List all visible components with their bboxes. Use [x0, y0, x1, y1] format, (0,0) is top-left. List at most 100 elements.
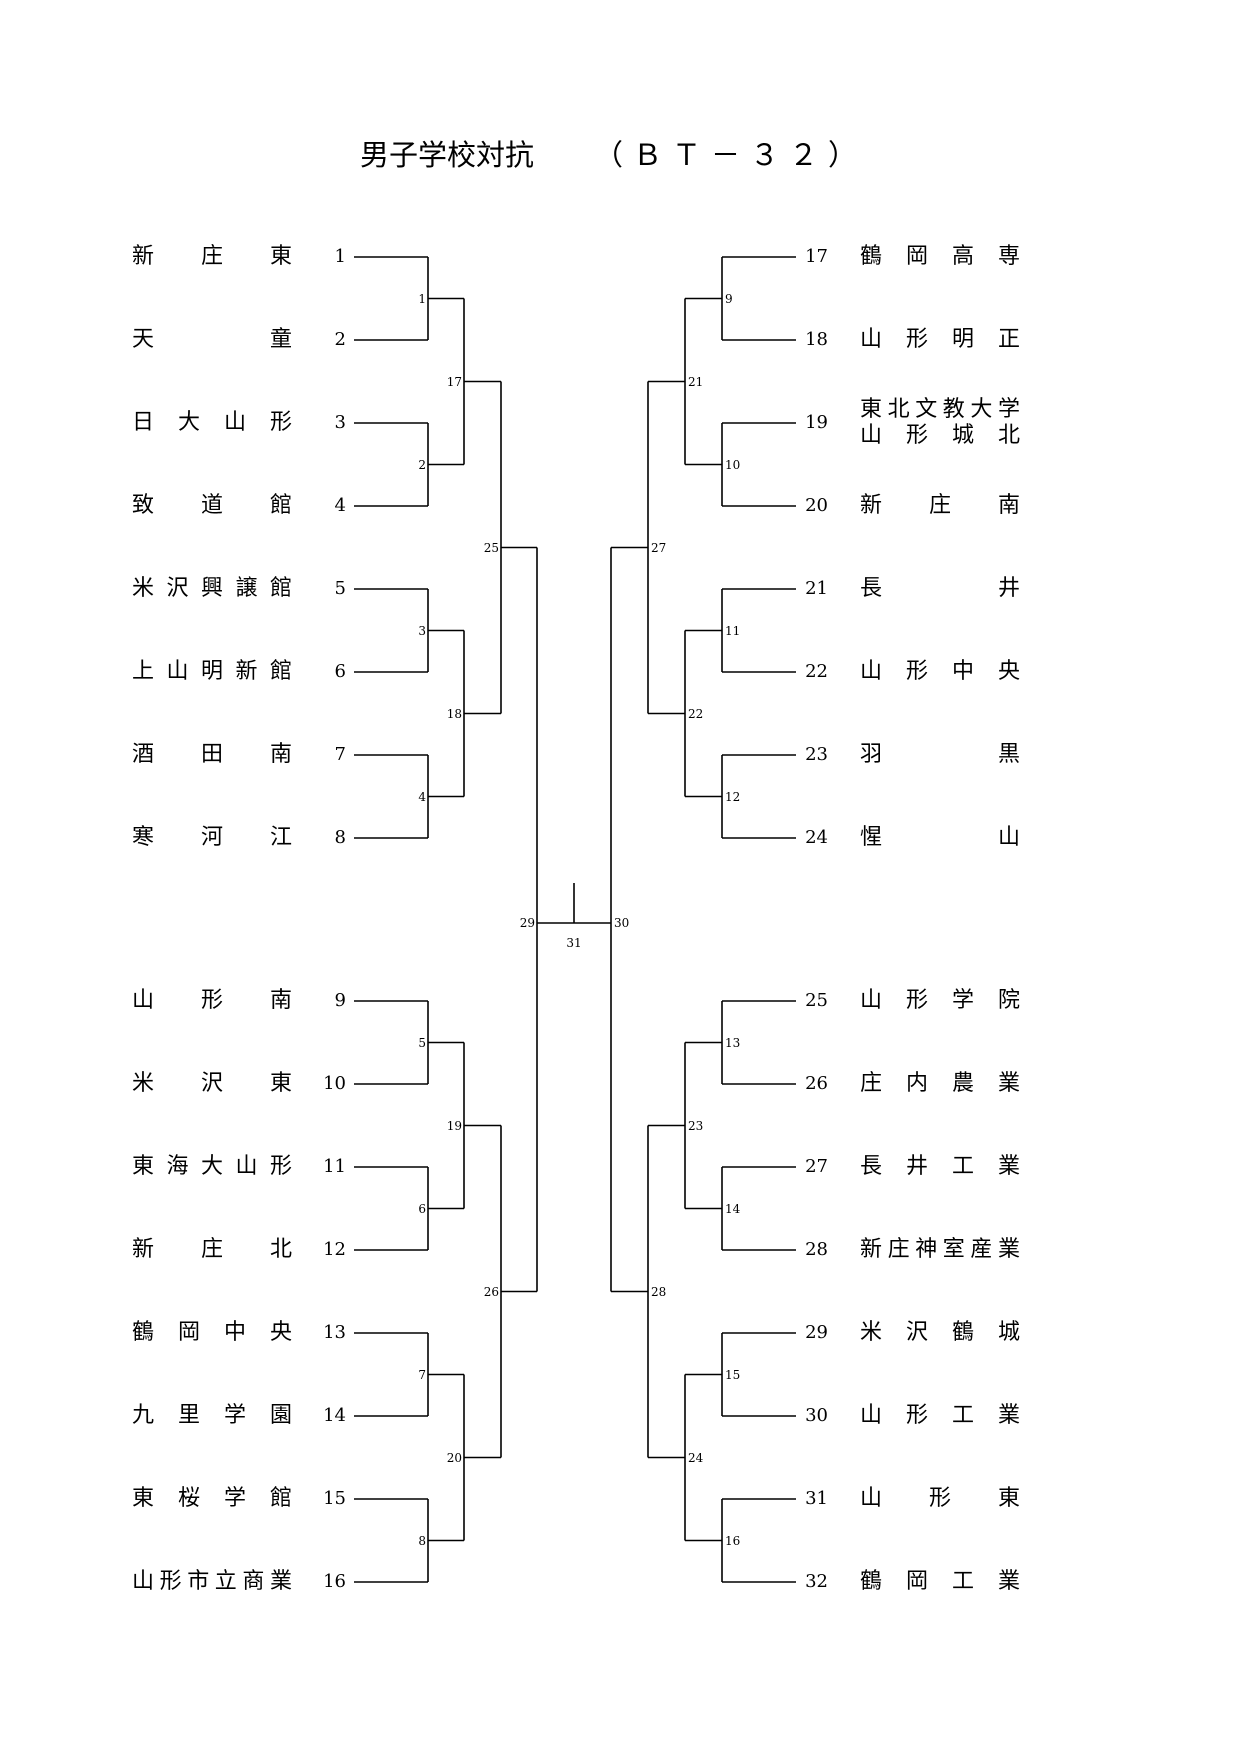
team-seed: 25	[805, 990, 828, 1011]
team-name-char: 黒	[997, 742, 1020, 767]
team-seed: 6	[334, 661, 346, 682]
team-seed: 10	[323, 1073, 346, 1094]
team-name-char: 山	[223, 410, 246, 435]
team-name-char: 中	[951, 659, 974, 684]
match-number: 23	[688, 1118, 704, 1133]
team-name-line2: 山形城北	[860, 423, 1020, 448]
match-number: 26	[483, 1284, 499, 1299]
team-seed: 5	[334, 578, 346, 599]
team-name-char: 米	[860, 1320, 883, 1345]
team-name-char: 庄	[200, 244, 223, 269]
team-seed: 13	[323, 1322, 346, 1343]
team-seed: 31	[805, 1488, 828, 1509]
team-name-char: 南	[269, 742, 292, 767]
team-name-char: 形	[905, 327, 928, 352]
match-number: 17	[446, 374, 462, 389]
team-name-char: 鶴	[132, 1320, 155, 1345]
team-name-char: 業	[997, 1237, 1020, 1262]
match-number: 27	[651, 540, 667, 555]
match-number: 31	[566, 936, 582, 950]
team-name: 天童	[132, 320, 292, 360]
team-name-char: 城	[997, 1320, 1020, 1345]
team-name-char: 南	[269, 988, 292, 1013]
match-number: 14	[725, 1201, 741, 1216]
match-number: 29	[519, 916, 535, 930]
team-seed: 29	[805, 1322, 828, 1343]
team-name: 米沢鶴城	[860, 1313, 1020, 1353]
team-name-char: 商	[242, 1569, 265, 1594]
team-name-char: 庄	[928, 493, 951, 518]
match-number: 8	[418, 1533, 426, 1548]
team-name-char: 上	[132, 659, 155, 684]
team-name-char: 学	[223, 1403, 246, 1428]
team-name-char: 農	[951, 1071, 974, 1096]
team-seed: 12	[323, 1239, 346, 1260]
team-name-char: 井	[997, 576, 1020, 601]
team-name: 致道館	[132, 486, 292, 526]
team-name-char: 山	[860, 988, 883, 1013]
team-name: 長井	[860, 569, 1020, 609]
team-seed: 23	[805, 744, 828, 765]
team-seed: 18	[805, 329, 828, 350]
team-name-char: 鶴	[860, 244, 883, 269]
team-name-char: 形	[905, 988, 928, 1013]
team-name-char: 沢	[200, 1071, 223, 1096]
team-name-char: 形	[159, 1569, 182, 1594]
team-name-char: 米	[132, 1071, 155, 1096]
team-seed: 32	[805, 1571, 828, 1592]
team-name-char: 新	[860, 1237, 883, 1262]
team-name-char: 庄	[887, 1237, 910, 1262]
team-name-char: 明	[951, 327, 974, 352]
match-number: 28	[651, 1284, 667, 1299]
match-number: 3	[418, 623, 426, 638]
match-number: 16	[725, 1533, 741, 1548]
team-name: 山形工業	[860, 1396, 1020, 1436]
match-number: 15	[725, 1367, 741, 1382]
team-seed: 3	[334, 412, 346, 433]
match-number: 22	[688, 706, 704, 721]
team-name-char: 専	[997, 244, 1020, 269]
team-name-char: 沢	[905, 1320, 928, 1345]
team-name-char: 譲	[235, 576, 258, 601]
team-name: 日大山形	[132, 403, 292, 443]
team-name-char: 学	[223, 1486, 246, 1511]
team-name-char: 山	[860, 1486, 883, 1511]
team-name-char: 九	[132, 1403, 155, 1428]
team-name-char: 山	[132, 1569, 155, 1594]
team-name-char: 山	[860, 1403, 883, 1428]
team-name-char: 館	[269, 493, 292, 518]
team-name: 長井工業	[860, 1147, 1020, 1187]
team-seed: 8	[334, 827, 346, 848]
team-name-char: 高	[951, 244, 974, 269]
team-seed: 20	[805, 495, 828, 516]
team-name-char: 南	[997, 493, 1020, 518]
team-name-char: 東	[269, 244, 292, 269]
team-name-char: 長	[860, 576, 883, 601]
team-name-char: 業	[997, 1569, 1020, 1594]
team-name-char: 米	[132, 576, 155, 601]
team-name-char: 惺	[860, 825, 883, 850]
team-seed: 21	[805, 578, 828, 599]
team-name-char: 庄	[860, 1071, 883, 1096]
match-number: 6	[418, 1201, 426, 1216]
team-name-char: 央	[269, 1320, 292, 1345]
team-name-char: 鶴	[860, 1569, 883, 1594]
team-name-char: 東	[132, 1154, 155, 1179]
match-number: 10	[725, 457, 741, 472]
match-number: 18	[446, 706, 462, 721]
team-name: 東桜学館	[132, 1479, 292, 1519]
team-name-char: 新	[132, 1237, 155, 1262]
match-number: 4	[418, 789, 426, 804]
team-seed: 17	[805, 246, 828, 267]
match-number: 24	[688, 1450, 704, 1465]
team-seed: 22	[805, 661, 828, 682]
team-name-char: 井	[905, 1154, 928, 1179]
team-name: 東海大山形	[132, 1147, 292, 1187]
team-name: 惺山	[860, 818, 1020, 858]
team-name-line1: 東北文教大学	[860, 397, 1020, 422]
team-name-char: 内	[905, 1071, 928, 1096]
team-name-char: 室	[942, 1237, 965, 1262]
team-name-char: 山	[166, 659, 189, 684]
team-name: 酒田南	[132, 735, 292, 775]
